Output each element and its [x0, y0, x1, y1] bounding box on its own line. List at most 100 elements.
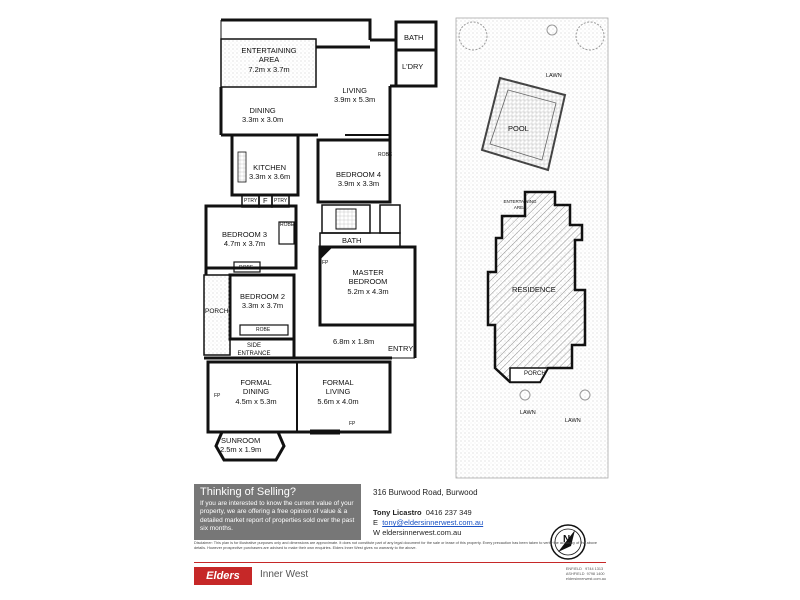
site-entertaining-label: ENTERTAINING AREA: [503, 199, 537, 210]
room-dims: 4.5m x 5.3m: [235, 396, 277, 406]
disclaimer-text: Disclaimer: This plan is for illustrativ…: [194, 541, 597, 550]
bedroom-4-label: BEDROOM 4 3.9m x 3.3m: [336, 170, 381, 189]
pantry-1-label: PTRY: [244, 198, 258, 204]
room-dims: 3.9m x 3.3m: [337, 179, 380, 189]
room-name: BEDROOM 3: [222, 230, 268, 239]
room-dims: 2.5m x 1.9m: [220, 445, 262, 455]
sunroom-label: SUNROOM 2.5m x 1.9m: [220, 436, 261, 455]
room-name: BEDROOM 2: [240, 292, 286, 301]
compass-letter: N: [563, 534, 571, 545]
agent-email-link[interactable]: tony@eldersinnerwest.com.au: [382, 518, 484, 528]
laundry-label: L'DRY: [402, 62, 424, 71]
room-name: SUNROOM: [221, 436, 261, 445]
site-pool-label: POOL: [508, 124, 529, 133]
web-prefix: W: [373, 528, 381, 538]
master-fp-label: FP: [322, 260, 329, 266]
hall-label: 6.8m x 1.8m: [333, 337, 375, 346]
office-contacts: ENFIELD 9744 1313 ASHFIELD 9798 1400 eld…: [566, 567, 606, 582]
room-dims: 3.9m x 5.3m: [334, 95, 376, 105]
pantry-2-label: PTRY: [274, 198, 288, 204]
master-bedroom-label: MASTER BEDROOM 5.2m x 4.3m: [340, 268, 396, 296]
room-name: KITCHEN: [253, 163, 287, 172]
porch-left-floor: [203, 274, 231, 356]
room-name: FORMAL LIVING: [322, 378, 354, 397]
site-porch-label: PORCH: [524, 371, 546, 377]
selling-promo-box: Thinking of Selling? If you are interest…: [194, 484, 361, 540]
office-2-phone: 9798 1400: [586, 572, 605, 577]
bedroom-3-label: BEDROOM 3 4.7m x 3.7m: [222, 230, 267, 249]
promo-text: If you are interested to know the curren…: [200, 500, 355, 533]
property-address: 316 Burwood Road, Burwood: [373, 488, 478, 497]
side-entrance-label: SIDE ENTRANCE: [237, 343, 271, 357]
formal-rooms-outline: [206, 360, 392, 434]
formal-dining-fp-label: FP: [214, 393, 221, 399]
room-dims: 7.2m x 3.7m: [248, 64, 290, 74]
bedroom-3-robe: [278, 221, 295, 245]
fridge-label: F: [263, 196, 268, 205]
bedroom-3-robe-2: [233, 261, 261, 273]
agent-name: Tony Licastro: [373, 508, 422, 517]
room-dims: 5.2m x 4.3m: [347, 286, 389, 296]
room-dims: 3.3m x 3.7m: [241, 301, 284, 311]
agent-details: Tony Licastro 0416 237 349 E tony@elders…: [373, 508, 483, 538]
bedroom-2-robe-label: ROBE: [256, 327, 271, 333]
office-1-phone: 9744 1313: [585, 567, 604, 571]
bedroom-3-robe-2-label: ROBE: [239, 265, 254, 271]
entry-label: ENTRY: [388, 344, 414, 353]
site-lawn-top-label: LAWN: [546, 73, 562, 79]
kitchen-label: KITCHEN 3.3m x 3.6m: [249, 163, 290, 182]
living-label: LIVING 3.9m x 5.3m: [334, 86, 375, 105]
site-lawn-right-label: LAWN: [565, 418, 581, 424]
entertaining-area-label: ENTERTAINING AREA 7.2m x 3.7m: [236, 46, 302, 74]
floor-plan: [203, 18, 438, 462]
bedroom-2-robe: [239, 324, 289, 336]
room-dims: 5.6m x 4.0m: [317, 396, 359, 406]
site-plan: [455, 17, 609, 479]
tree-icon: [575, 21, 605, 51]
outer-wall-top: [221, 18, 372, 40]
room-name: MASTER BEDROOM: [348, 268, 388, 287]
site-lawn-left-label: LAWN: [520, 410, 536, 416]
agent-website[interactable]: eldersinnerwest.com.au: [382, 528, 462, 538]
bedroom-2-label: BEDROOM 2 3.3m x 3.7m: [240, 292, 285, 311]
bedroom-3-robe-label: ROBE: [280, 222, 295, 228]
room-name: FORMAL DINING: [240, 378, 272, 397]
tree-icon: [458, 21, 488, 51]
bath-top-label: BATH: [404, 33, 424, 42]
formal-living-label: FORMAL LIVING 5.6m x 4.0m: [314, 378, 362, 406]
compass-icon: [550, 524, 586, 560]
brand-bar: Elders Inner West ENFIELD 9744 1313 ASHF…: [194, 562, 606, 589]
residence-outline: [486, 190, 587, 384]
tree-icon: [579, 389, 591, 401]
room-name: DINING: [249, 106, 276, 115]
tree-icon: [546, 24, 558, 36]
office-website: eldersinnerwest.com.au: [565, 577, 606, 582]
bedroom-4-robe-label: ROBE: [378, 152, 393, 158]
porch-left-label: PORCH: [205, 308, 229, 315]
sunroom-outline: [214, 430, 286, 462]
brand-office-name: Inner West: [260, 569, 309, 580]
pool-outline: [480, 76, 567, 172]
office-2-name: ASHFIELD: [565, 572, 585, 577]
tree-icon: [519, 389, 531, 401]
site-residence-label: RESIDENCE: [512, 285, 556, 294]
room-name: ENTERTAINING AREA: [241, 46, 297, 65]
bath-mid-label: BATH: [342, 236, 362, 245]
room-name: BEDROOM 4: [336, 170, 382, 179]
room-name: LIVING: [342, 86, 367, 95]
entertaining-area-floor: [220, 38, 317, 88]
room-dims: 3.3m x 3.0m: [242, 115, 284, 125]
formal-living-fp-label: FP: [349, 421, 356, 427]
formal-dining-label: FORMAL DINING 4.5m x 5.3m: [232, 378, 280, 406]
dining-label: DINING 3.3m x 3.0m: [242, 106, 283, 125]
bedroom-4-outline: [316, 138, 392, 204]
promo-heading: Thinking of Selling?: [200, 486, 297, 498]
master-bedroom-outline: [318, 245, 417, 327]
email-prefix: E: [373, 518, 379, 528]
agent-phone: 0416 237 349: [425, 508, 472, 517]
office-1-name: ENFIELD: [565, 567, 582, 571]
elders-logo: Elders: [194, 567, 252, 585]
room-dims: 3.3m x 3.6m: [249, 172, 291, 182]
room-dims: 4.7m x 3.7m: [223, 239, 266, 249]
